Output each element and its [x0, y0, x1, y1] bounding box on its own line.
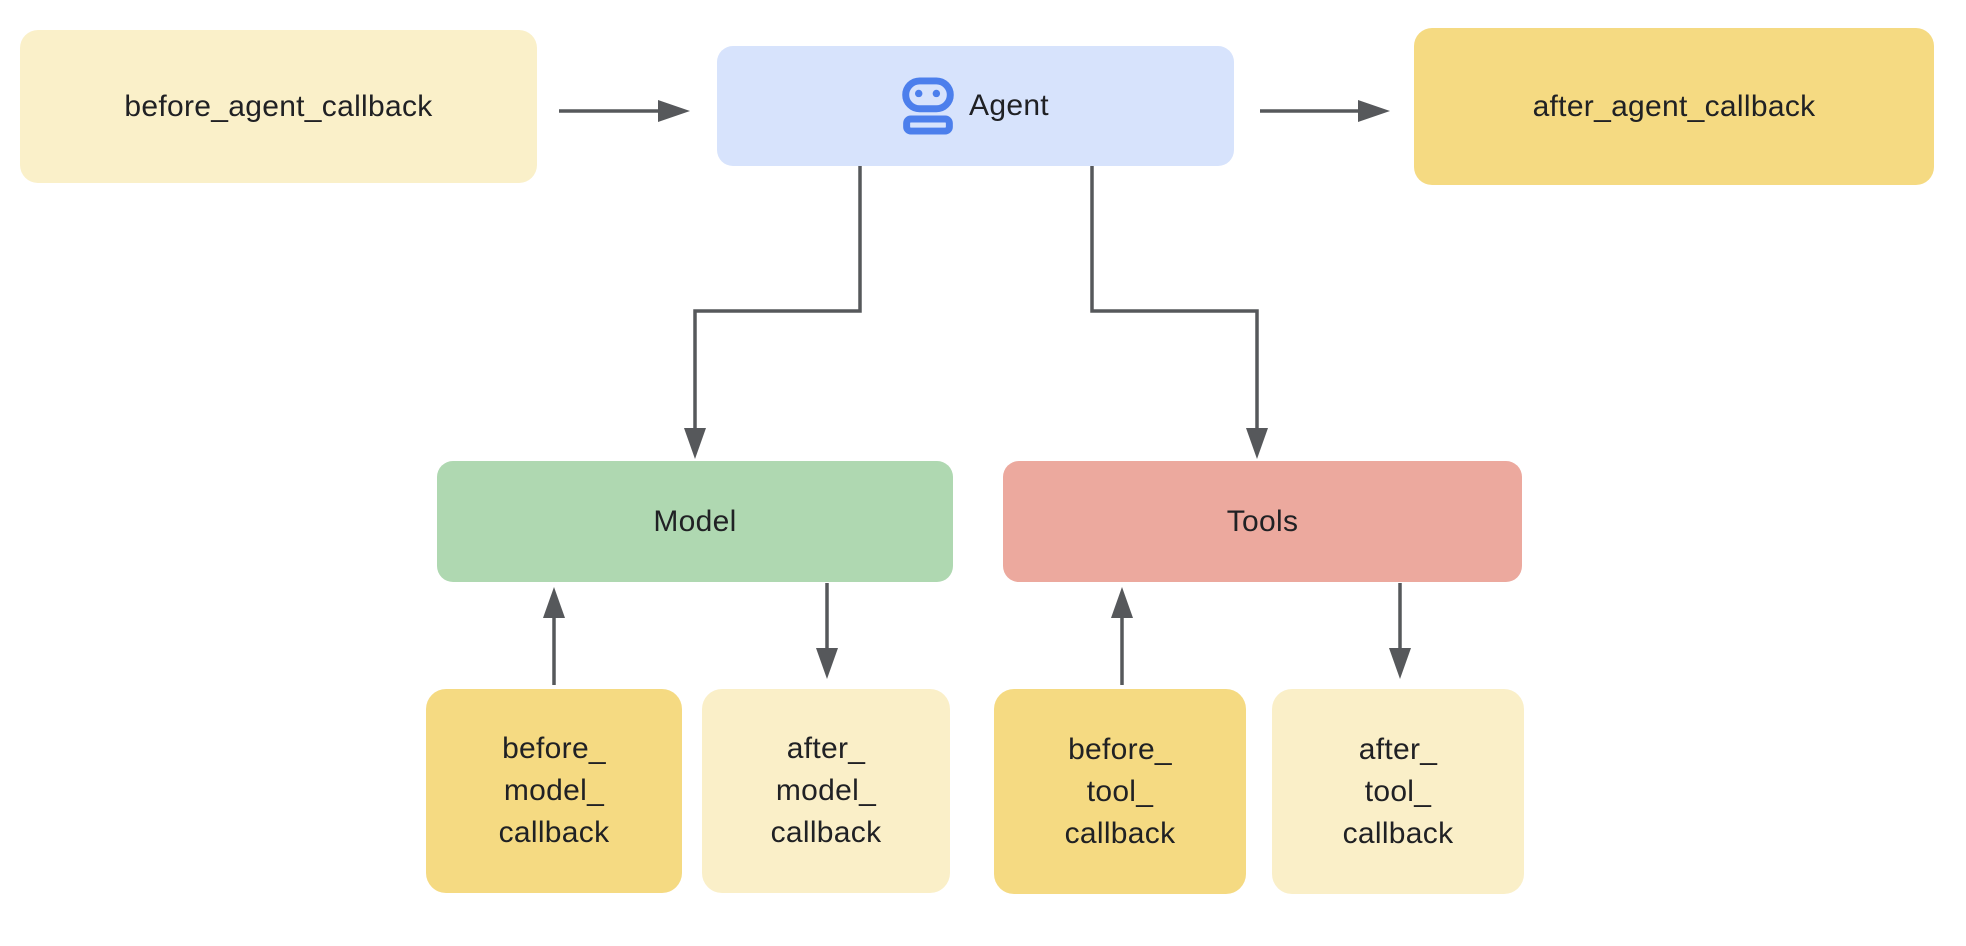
- node-agent: Agent: [717, 46, 1234, 166]
- node-after-agent-callback: after_agent_callback: [1414, 28, 1934, 185]
- arrow-before-model-to-model: [543, 587, 565, 685]
- node-label: before_ tool_ callback: [1064, 732, 1176, 850]
- node-label: after_ tool_ callback: [1342, 732, 1454, 850]
- arrow-before-agent-to-agent: [559, 100, 690, 122]
- node-label: after_ model_ callback: [770, 732, 882, 849]
- arrow-agent-to-tools: [1090, 166, 1268, 459]
- arrow-tools-to-after-tool: [1389, 583, 1411, 679]
- node-label: after_agent_callback: [1532, 89, 1816, 123]
- node-model: Model: [437, 461, 953, 582]
- node-label: before_ model_ callback: [498, 732, 610, 849]
- node-label: before_agent_callback: [124, 89, 433, 123]
- node-before-agent-callback: before_agent_callback: [20, 30, 537, 183]
- robot-icon: [902, 77, 954, 135]
- node-after-tool-callback: after_ tool_ callback: [1272, 689, 1524, 894]
- node-before-tool-callback: before_ tool_ callback: [994, 689, 1246, 894]
- node-label: Agent: [969, 89, 1049, 122]
- arrow-before-tool-to-tools: [1111, 587, 1133, 685]
- node-label: Model: [653, 504, 737, 538]
- node-label: Tools: [1226, 504, 1299, 538]
- node-before-model-callback: before_ model_ callback: [426, 689, 682, 893]
- arrow-agent-to-after-agent: [1260, 100, 1390, 122]
- node-after-model-callback: after_ model_ callback: [702, 689, 950, 893]
- arrow-agent-to-model: [684, 166, 862, 459]
- arrow-model-to-after-model: [816, 583, 838, 679]
- node-tools: Tools: [1003, 461, 1522, 582]
